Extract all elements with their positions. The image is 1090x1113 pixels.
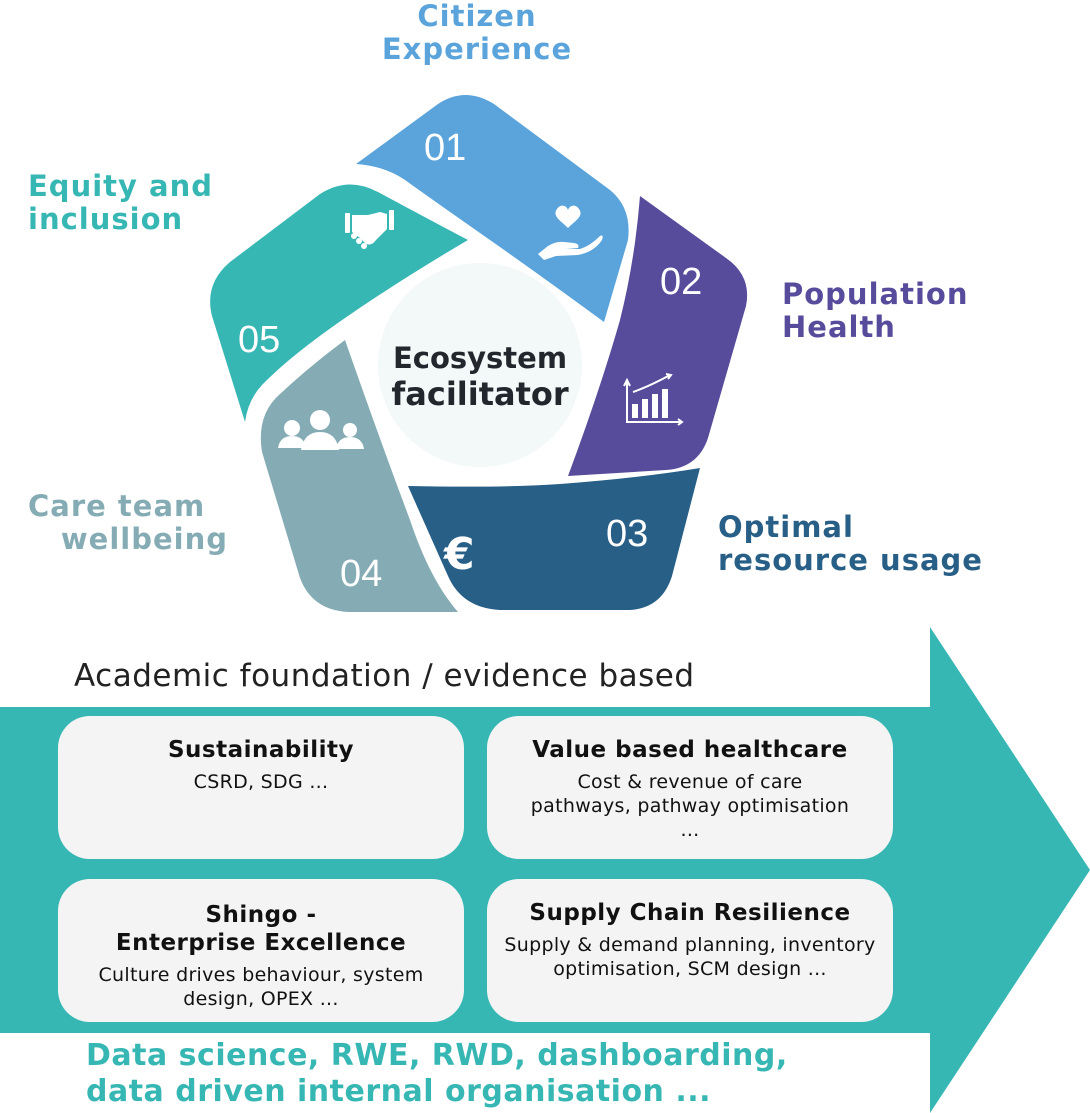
label-optimal-resource-usage-line1: Optimal bbox=[718, 510, 854, 544]
segment-05-equity-inclusion bbox=[210, 184, 468, 422]
segment-03-number: 03 bbox=[606, 513, 648, 555]
label-population-health-line1: Population bbox=[782, 277, 969, 311]
label-care-team-wellbeing: Care team wellbeing bbox=[28, 490, 228, 556]
box-sustainability: Sustainability CSRD, SDG ... bbox=[58, 716, 464, 859]
box-shingo-desc: Culture drives behaviour, system design,… bbox=[98, 964, 424, 1010]
label-population-health: Population Health bbox=[782, 278, 968, 344]
center-label: Ecosystem facilitator bbox=[360, 340, 600, 412]
box-value-based-healthcare-title: Value based healthcare bbox=[532, 737, 848, 763]
segment-01-number: 01 bbox=[424, 127, 466, 169]
label-equity-inclusion-line2: inclusion bbox=[28, 202, 184, 236]
label-optimal-resource-usage: Optimal resource usage bbox=[718, 511, 983, 577]
box-supply-chain-resilience-title: Supply Chain Resilience bbox=[529, 900, 851, 926]
label-care-team-wellbeing-line2: wellbeing bbox=[60, 522, 228, 556]
box-value-based-healthcare: Value based healthcare Cost & revenue of… bbox=[487, 716, 893, 859]
handshake-icon bbox=[345, 210, 394, 249]
box-value-based-healthcare-desc: Cost & revenue of care pathways, pathway… bbox=[530, 771, 850, 841]
center-label-line1: Ecosystem bbox=[392, 341, 568, 375]
segment-01-citizen-experience bbox=[356, 95, 629, 322]
center-label-line2: facilitator bbox=[391, 375, 569, 413]
foundation-footer: Data science, RWE, RWD, dashboarding, da… bbox=[86, 1038, 788, 1110]
label-citizen-experience: Citizen Experience bbox=[376, 0, 578, 66]
heart-in-hand-icon bbox=[538, 205, 603, 260]
box-sustainability-desc: CSRD, SDG ... bbox=[193, 771, 329, 793]
segment-02-number: 02 bbox=[660, 261, 702, 303]
label-optimal-resource-usage-line2: resource usage bbox=[718, 543, 983, 577]
label-equity-inclusion: Equity and inclusion bbox=[28, 170, 213, 236]
euro-icon: € bbox=[443, 529, 475, 580]
box-supply-chain-resilience-desc: Supply & demand planning, inventory opti… bbox=[504, 934, 876, 980]
segment-04-care-team-wellbeing bbox=[260, 340, 458, 612]
label-citizen-experience-line2: Experience bbox=[381, 32, 573, 66]
box-supply-chain-resilience: Supply Chain Resilience Supply & demand … bbox=[487, 879, 893, 1022]
bar-chart-growth-icon bbox=[623, 373, 684, 426]
foundation-heading: Academic foundation / evidence based bbox=[74, 658, 695, 694]
segment-02-population-health bbox=[568, 196, 748, 476]
segment-05-number: 05 bbox=[238, 319, 280, 361]
box-shingo-enterprise-excellence: Shingo - Enterprise Excellence Culture d… bbox=[58, 879, 464, 1022]
foundation-footer-line1: Data science, RWE, RWD, dashboarding, bbox=[86, 1038, 788, 1073]
label-population-health-line2: Health bbox=[782, 310, 896, 344]
people-group-icon bbox=[278, 410, 364, 450]
segment-04-number: 04 bbox=[340, 553, 382, 595]
box-shingo-title-line1: Shingo - bbox=[205, 902, 317, 928]
label-equity-inclusion-line1: Equity and bbox=[28, 169, 213, 203]
foundation-footer-line2: data driven internal organisation ... bbox=[86, 1074, 712, 1109]
segment-03-optimal-resource-usage bbox=[408, 468, 700, 610]
label-citizen-experience-line1: Citizen bbox=[417, 0, 537, 33]
box-sustainability-title: Sustainability bbox=[167, 737, 355, 763]
label-care-team-wellbeing-line1: Care team bbox=[28, 489, 206, 523]
box-shingo-title-line2: Enterprise Excellence bbox=[115, 930, 407, 956]
center-circle bbox=[378, 263, 582, 467]
